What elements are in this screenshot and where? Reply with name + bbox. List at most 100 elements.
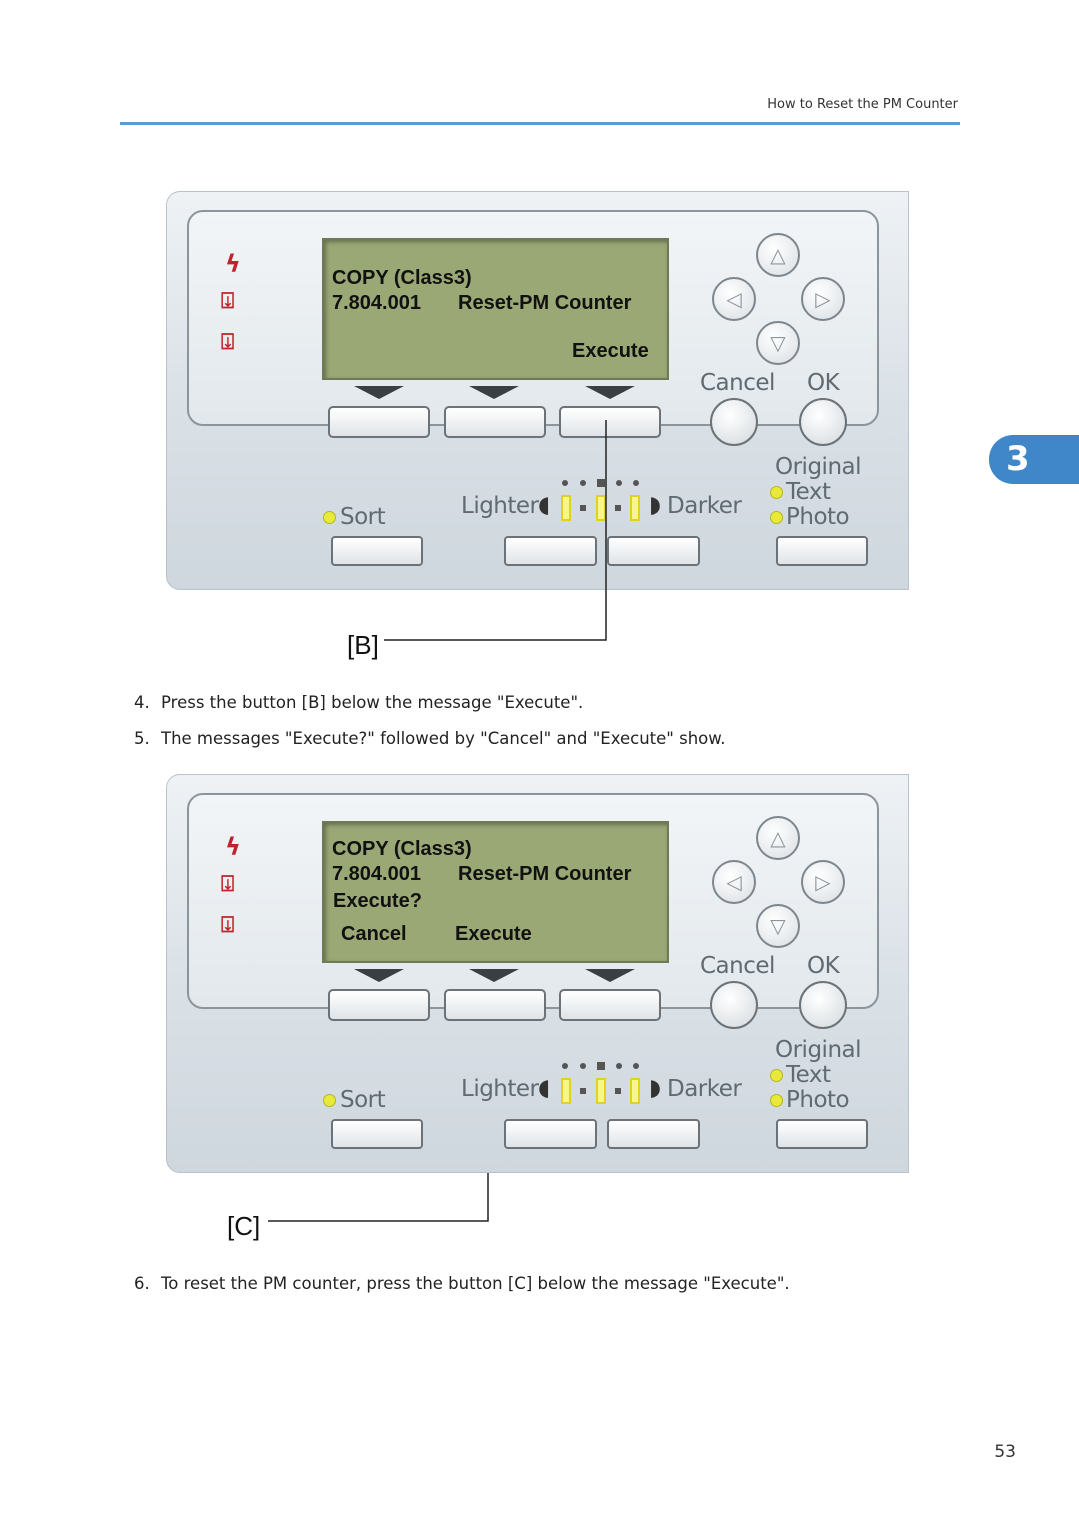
ok-label: OK [807, 953, 840, 979]
paper-tray-icon: ⍗ [221, 289, 235, 314]
chapter-tab: 3 [989, 435, 1079, 484]
density-dot [580, 480, 586, 486]
sort-led-icon [323, 511, 336, 524]
callout-label-b: [B] [347, 630, 379, 660]
ok-button[interactable] [799, 398, 847, 446]
density-dot [562, 1063, 568, 1069]
density-dot-center [597, 1062, 605, 1070]
darker-button[interactable] [607, 536, 700, 566]
darker-button[interactable] [607, 1119, 700, 1149]
density-marker-2 [615, 505, 621, 511]
ok-button[interactable] [799, 981, 847, 1029]
header-rule [120, 122, 960, 125]
density-bar-2 [596, 1078, 606, 1104]
softkey-right[interactable] [559, 989, 661, 1021]
density-dot [562, 480, 568, 486]
step-text: The messages "Execute?" followed by "Can… [161, 729, 726, 748]
paper-tray-icon: ⍗ [221, 872, 235, 897]
right-arrow-button[interactable]: ▷ [801, 860, 845, 904]
softkey-left[interactable] [328, 989, 430, 1021]
step-number: 5. [134, 729, 150, 748]
lighter-half-circle-icon: ◖ [538, 1075, 550, 1101]
darker-label: Darker [667, 1076, 742, 1102]
lcd-line1: COPY (Class3) [332, 267, 472, 289]
text-led-icon [770, 1069, 783, 1082]
down-arrow-button[interactable]: ▽ [756, 904, 800, 948]
up-arrow-button[interactable]: △ [756, 816, 800, 860]
photo-led-icon [770, 511, 783, 524]
lcd-item: Reset-PM Counter [458, 863, 632, 885]
text-label: Text [786, 1062, 831, 1088]
lcd-display: COPY (Class3) 7.804.001 Reset-PM Counter… [322, 821, 669, 963]
softkey-pointer-2 [469, 969, 519, 982]
photo-label: Photo [786, 504, 850, 530]
step-number: 6. [134, 1274, 150, 1293]
cancel-label: Cancel [700, 953, 775, 979]
left-arrow-button[interactable]: ◁ [712, 277, 756, 321]
right-arrow-button[interactable]: ▷ [801, 277, 845, 321]
darker-label: Darker [667, 493, 742, 519]
lighter-button[interactable] [504, 536, 597, 566]
softkey-pointer-3 [585, 386, 635, 399]
lighter-button[interactable] [504, 1119, 597, 1149]
density-dot [633, 480, 639, 486]
running-header: How to Reset the PM Counter [767, 97, 958, 112]
left-arrow-button[interactable]: ◁ [712, 860, 756, 904]
page-number: 53 [994, 1442, 1016, 1462]
sort-led-icon [323, 1094, 336, 1107]
lcd-softkey-execute: Execute [572, 340, 649, 362]
callout-label-c: [C] [227, 1211, 261, 1241]
photo-label: Photo [786, 1087, 850, 1113]
density-marker-1 [580, 505, 586, 511]
lcd-softkey-cancel: Cancel [341, 923, 407, 945]
original-label: Original [775, 1037, 862, 1063]
control-panel-figure-1: ϟ ⍗ ⍗ COPY (Class3) 7.804.001 Reset-PM C… [166, 191, 909, 590]
sort-label: Sort [340, 1087, 386, 1113]
error-indicator-icon: ϟ [225, 833, 241, 861]
density-dot [580, 1063, 586, 1069]
density-dot [616, 480, 622, 486]
density-dot-center [597, 479, 605, 487]
original-type-button[interactable] [776, 536, 868, 566]
softkey-pointer-1 [354, 969, 404, 982]
softkey-pointer-1 [354, 386, 404, 399]
softkey-pointer-2 [469, 386, 519, 399]
lcd-code: 7.804.001 [332, 863, 421, 885]
toner-icon: ⍗ [221, 913, 235, 938]
lcd-softkey-execute: Execute [455, 923, 532, 945]
up-arrow-button[interactable]: △ [756, 233, 800, 277]
cancel-button[interactable] [710, 398, 758, 446]
softkey-pointer-3 [585, 969, 635, 982]
softkey-center-c[interactable] [444, 989, 546, 1021]
photo-led-icon [770, 1094, 783, 1107]
density-bar-1 [561, 495, 571, 521]
density-dot [616, 1063, 622, 1069]
step-number: 4. [134, 693, 150, 712]
density-bar-1 [561, 1078, 571, 1104]
toner-icon: ⍗ [221, 330, 235, 355]
lighter-label: Lighter [461, 1076, 539, 1102]
density-bar-3 [630, 1078, 640, 1104]
darker-half-circle-icon: ◗ [649, 492, 661, 518]
step-4: 4. Press the button [B] below the message… [134, 693, 583, 712]
softkey-left[interactable] [328, 406, 430, 438]
softkey-right-b[interactable] [559, 406, 661, 438]
step-text: To reset the PM counter, press the butto… [161, 1274, 790, 1293]
original-type-button[interactable] [776, 1119, 868, 1149]
down-arrow-button[interactable]: ▽ [756, 321, 800, 365]
softkey-center[interactable] [444, 406, 546, 438]
cancel-button[interactable] [710, 981, 758, 1029]
lighter-label: Lighter [461, 493, 539, 519]
density-bar-3 [630, 495, 640, 521]
lcd-code: 7.804.001 [332, 292, 421, 314]
sort-button[interactable] [331, 536, 423, 566]
sort-button[interactable] [331, 1119, 423, 1149]
control-panel-figure-2: ϟ ⍗ ⍗ COPY (Class3) 7.804.001 Reset-PM C… [166, 774, 909, 1173]
lcd-prompt: Execute? [333, 890, 422, 912]
step-text: Press the button [B] below the message "… [161, 693, 584, 712]
step-5: 5. The messages "Execute?" followed by "C… [134, 729, 726, 748]
text-led-icon [770, 486, 783, 499]
cancel-label: Cancel [700, 370, 775, 396]
darker-half-circle-icon: ◗ [649, 1075, 661, 1101]
original-label: Original [775, 454, 862, 480]
